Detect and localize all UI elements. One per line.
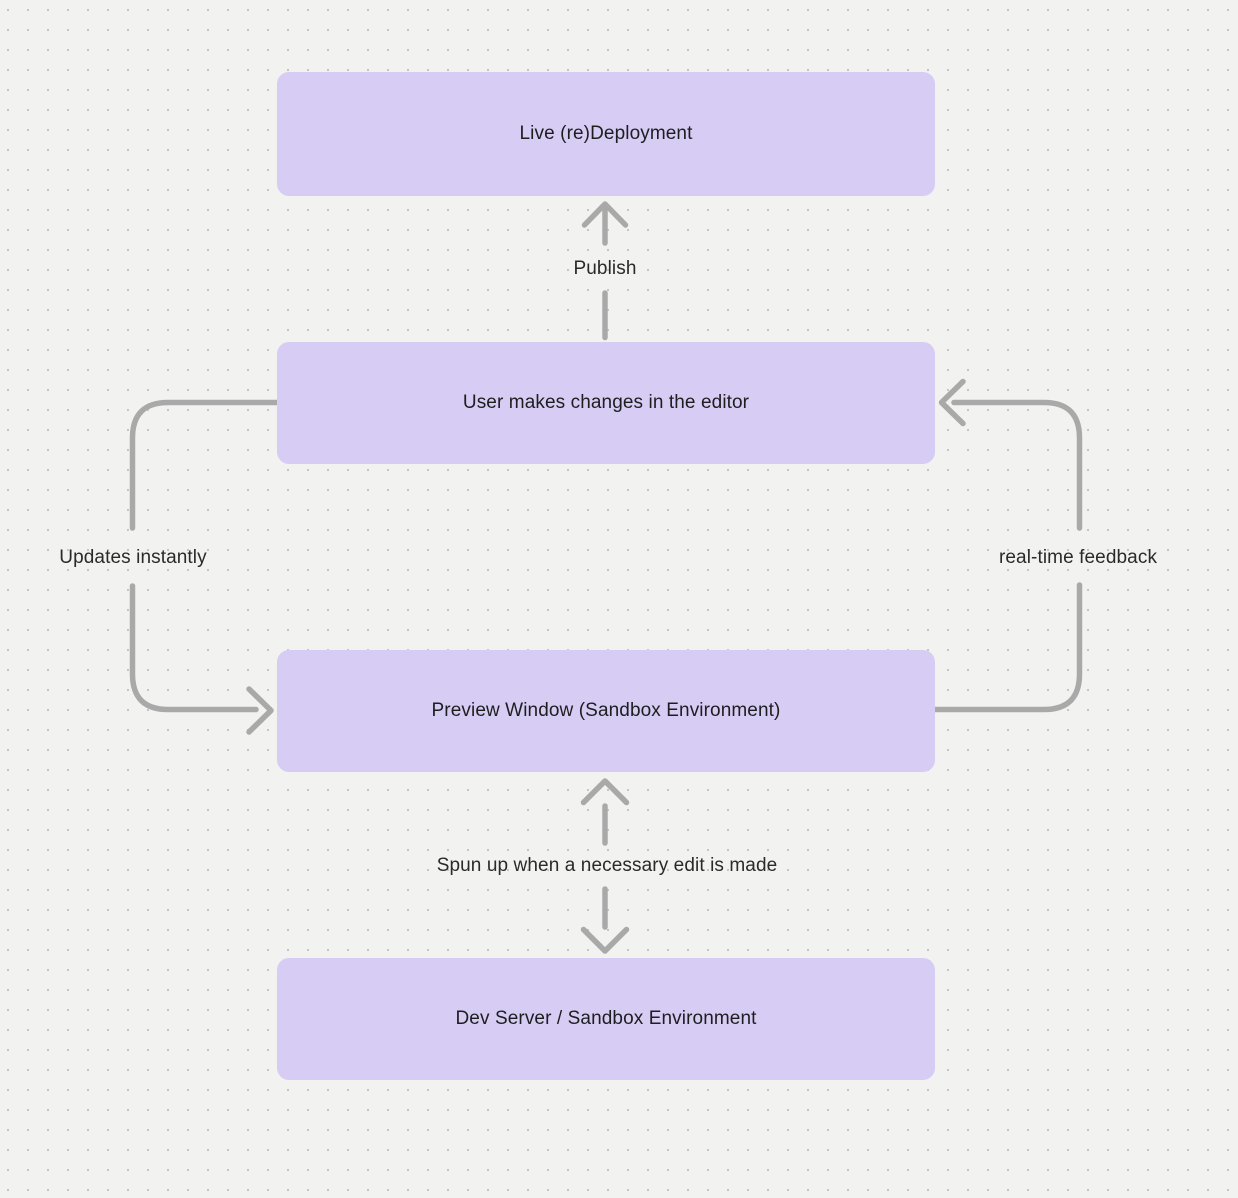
updates-segment-lower <box>129 583 259 713</box>
edge-label-updates-instantly: Updates instantly <box>59 547 207 568</box>
updates-segment-upper <box>129 399 280 531</box>
node-user-editor: User makes changes in the editor <box>277 342 935 464</box>
publish-arrowhead-up-icon <box>581 201 629 228</box>
feedback-segment-upper <box>951 399 1083 531</box>
edge-real-time-feedback <box>932 378 1083 713</box>
feedback-segment-lower <box>932 582 1083 713</box>
node-preview-window: Preview Window (Sandbox Environment) <box>277 650 935 772</box>
spun-up-arrowhead-up-icon <box>580 778 630 806</box>
node-dev-server: Dev Server / Sandbox Environment <box>277 958 935 1080</box>
spun-up-arrowhead-down-icon <box>580 926 630 954</box>
node-live-redeployment: Live (re)Deployment <box>277 72 935 196</box>
edge-label-spun-up: Spun up when a necessary edit is made <box>436 855 778 876</box>
edge-label-real-time-feedback: real-time feedback <box>998 547 1158 568</box>
edge-label-publish: Publish <box>573 258 637 279</box>
updates-arrowhead-right-icon <box>246 686 274 735</box>
feedback-arrowhead-left-icon <box>938 378 966 427</box>
